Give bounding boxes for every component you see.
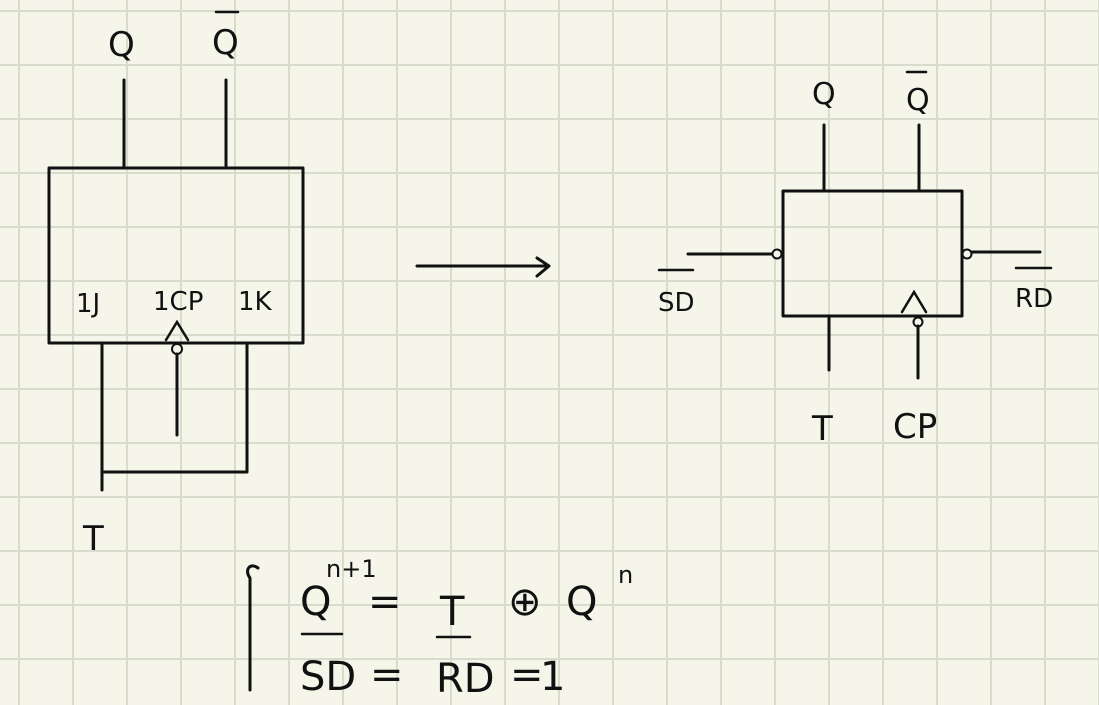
right-block-box (781, 189, 964, 318)
right-qbar-label: Q (906, 83, 930, 118)
eq2-sd: SD (300, 654, 356, 700)
left-t-label: T (82, 519, 104, 559)
eq1-superscript-n-plus-1: n+1 (326, 555, 377, 583)
equation-brace (246, 564, 260, 692)
eq2-value: 1 (540, 654, 565, 700)
equation-system: Q n+1 = T ⊕ Q n SD = RD = 1 (246, 555, 633, 702)
left-clock-triangle-icon (164, 319, 190, 342)
left-cp-input-label: 1CP (153, 287, 203, 317)
eq1-xor-icon: ⊕ (508, 579, 542, 625)
eq1-t: T (439, 589, 465, 635)
left-qbar-label: Q (212, 23, 239, 63)
right-sd-label: SD (658, 288, 695, 318)
transform-arrow (415, 256, 551, 278)
eq2-rd: RD (436, 656, 495, 702)
left-q-label: Q (108, 25, 135, 65)
left-jk-flipflop: Q Q 1J 1CP 1K T (47, 10, 305, 559)
right-t-label: T (811, 409, 833, 449)
right-clock-triangle-icon (900, 289, 928, 314)
arrow-head-icon (535, 256, 551, 278)
right-rd-bubble (961, 248, 973, 260)
eq2-equals-2: = (510, 652, 544, 698)
left-k-input-label: 1K (238, 287, 273, 317)
right-t-flipflop: Q Q SD RD T CP (657, 70, 1053, 449)
left-k-tie-wire (102, 341, 249, 474)
left-block-box (47, 166, 305, 345)
eq1-superscript-n: n (618, 561, 633, 589)
eq1-equals: = (368, 579, 402, 625)
left-j-input-label: 1J (76, 289, 100, 319)
right-cp-label: CP (893, 407, 937, 447)
right-sd-bubble (771, 248, 783, 260)
eq1-q-next: Q (300, 579, 331, 625)
right-rd-label: RD (1015, 284, 1053, 314)
eq2-equals-1: = (370, 652, 404, 698)
right-q-label: Q (812, 77, 836, 112)
eq1-q-current: Q (566, 579, 597, 625)
